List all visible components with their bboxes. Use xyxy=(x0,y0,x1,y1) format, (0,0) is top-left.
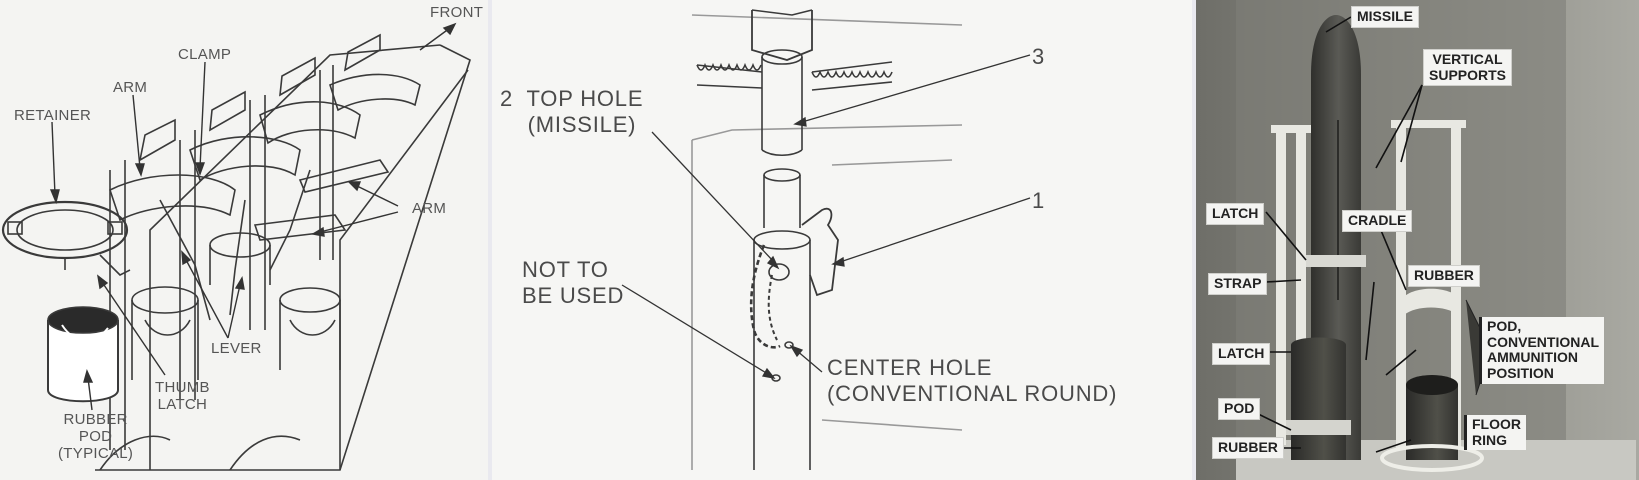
missile-photo-panel: MISSILE VERTICAL SUPPORTS LATCH CRADLE S… xyxy=(1196,0,1639,480)
rack-diagram-panel: FRONT CLAMP ARM RETAINER ARM LEVER THUMB… xyxy=(0,0,488,480)
label-rubber-pod: RUBBER POD (TYPICAL) xyxy=(58,411,134,462)
label-center-hole: CENTER HOLE (CONVENTIONAL ROUND) xyxy=(827,355,1118,407)
label-rubber-bottom: RUBBER xyxy=(1212,437,1284,459)
missile-photo xyxy=(1196,0,1639,480)
rack-frame-side xyxy=(339,69,469,470)
label-arm-top: ARM xyxy=(113,79,148,96)
label-latch-top: LATCH xyxy=(1206,203,1265,225)
pin-drawing xyxy=(621,9,1031,470)
rack-drawing xyxy=(1,22,471,471)
label-retainer: RETAINER xyxy=(14,107,92,124)
label-part-3: 3 xyxy=(1032,44,1046,69)
label-missile: MISSILE xyxy=(1351,6,1420,28)
label-rubber-top: RUBBER xyxy=(1408,265,1480,287)
label-top-hole: 2 TOP HOLE (MISSILE) xyxy=(500,86,644,138)
label-pod: POD xyxy=(1218,398,1261,420)
label-lever: LEVER xyxy=(211,340,262,357)
label-clamp: CLAMP xyxy=(178,46,232,63)
label-latch-bottom: LATCH xyxy=(1212,343,1271,365)
label-arm-right: ARM xyxy=(412,200,447,217)
label-pod-conventional: POD, CONVENTIONAL AMMUNITION POSITION xyxy=(1479,317,1604,384)
label-part-1: 1 xyxy=(1032,188,1046,213)
label-front: FRONT xyxy=(430,4,484,21)
rack-back-rail xyxy=(149,44,441,470)
label-floor-ring: FLOOR RING xyxy=(1464,415,1526,451)
label-vertical-supports: VERTICAL SUPPORTS xyxy=(1423,49,1513,87)
label-strap: STRAP xyxy=(1208,273,1268,295)
panel-divider xyxy=(1192,0,1196,480)
panel-divider xyxy=(488,0,492,480)
label-thumb-latch: THUMB LATCH xyxy=(155,379,210,413)
rack-frame-edge xyxy=(95,44,471,471)
label-cradle: CRADLE xyxy=(1342,210,1413,232)
pin-diagram-panel: 3 1 2 TOP HOLE (MISSILE) NOT TO BE USED … xyxy=(492,0,1192,480)
label-not-to-be-used: NOT TO BE USED xyxy=(522,257,625,309)
